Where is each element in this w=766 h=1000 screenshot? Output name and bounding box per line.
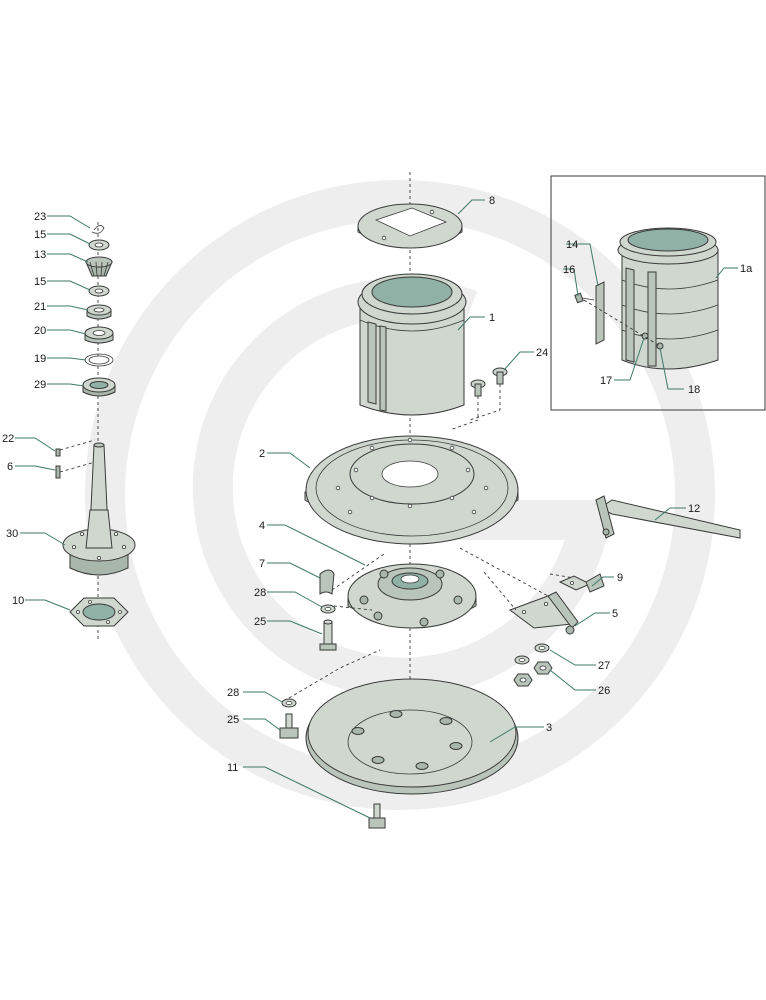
disc-2 (304, 435, 519, 545)
bearing-20 (84, 326, 114, 344)
label-23: 23 (34, 211, 46, 223)
label-20: 20 (34, 325, 46, 337)
label-28-upper: 28 (254, 587, 266, 599)
label-29: 29 (34, 379, 46, 391)
washer-15-top (88, 239, 110, 251)
label-17: 17 (600, 375, 612, 387)
label-3: 3 (546, 722, 552, 734)
inset-bolt-16 (574, 292, 595, 304)
label-4: 4 (259, 520, 265, 532)
washer-15-lower (88, 285, 110, 297)
label-28-lower: 28 (227, 687, 239, 699)
label-30: 30 (6, 528, 18, 540)
label-26: 26 (598, 685, 610, 697)
nut-26 (513, 661, 553, 687)
label-25-upper: 25 (254, 616, 266, 628)
washer-28-lower (281, 698, 297, 708)
washer-28-upper (320, 604, 336, 614)
label-12: 12 (688, 503, 700, 515)
part-labels: 23 15 13 15 21 20 19 29 22 6 30 10 8 1 2… (2, 195, 753, 774)
label-15-top: 15 (34, 229, 46, 241)
label-7: 7 (259, 558, 265, 570)
label-18: 18 (688, 384, 700, 396)
label-14: 14 (566, 239, 578, 251)
inset-housing-1a (617, 227, 719, 370)
label-8: 8 (489, 195, 495, 207)
pin-6 (55, 465, 61, 479)
lever-12 (595, 495, 741, 539)
carriage-bolts-24 (470, 367, 508, 397)
washer-27 (514, 643, 550, 665)
bolt-11 (368, 803, 386, 829)
bearing-21 (86, 304, 112, 320)
bracket-guide (331, 553, 385, 611)
seal-29 (82, 377, 116, 397)
bracket-7 (319, 569, 335, 595)
shaft-hub-30 (62, 442, 136, 576)
cover-plate-8 (357, 203, 463, 249)
label-19: 19 (34, 353, 46, 365)
label-10: 10 (12, 595, 24, 607)
label-24: 24 (536, 347, 548, 359)
hex-plate-10 (69, 597, 129, 627)
pin-22 (55, 448, 61, 457)
label-9: 9 (617, 572, 623, 584)
label-1: 1 (489, 312, 495, 324)
leader-lines (15, 199, 738, 819)
label-27: 27 (598, 660, 610, 672)
inset-assembly-line (583, 299, 661, 347)
label-15-lower: 15 (34, 276, 46, 288)
label-22: 22 (2, 433, 14, 445)
blade-disc-3 (305, 678, 519, 795)
bolt-25-guide (288, 649, 381, 699)
label-2: 2 (259, 448, 265, 460)
label-5: 5 (612, 608, 618, 620)
bolt-25-lower (279, 713, 299, 739)
inset-strip-14 (595, 281, 605, 345)
snap-pin-23 (91, 225, 105, 234)
housing-1 (357, 273, 467, 416)
bevel-gear-13 (85, 256, 113, 277)
mount-bracket-5 (508, 591, 579, 635)
inset-frame (550, 175, 766, 411)
label-25-lower: 25 (227, 714, 239, 726)
label-11: 11 (227, 762, 238, 774)
bolt-24-guide (449, 384, 501, 431)
hub-flange-4 (347, 563, 477, 629)
label-21: 21 (34, 301, 46, 313)
circlip-19 (84, 353, 114, 367)
label-16: 16 (563, 264, 575, 276)
label-13: 13 (34, 249, 46, 261)
mount-guide (459, 547, 575, 611)
label-6: 6 (7, 461, 13, 473)
label-1a: 1a (740, 263, 753, 275)
pin-guide-line (59, 439, 96, 473)
bolt-25-upper (319, 619, 337, 651)
